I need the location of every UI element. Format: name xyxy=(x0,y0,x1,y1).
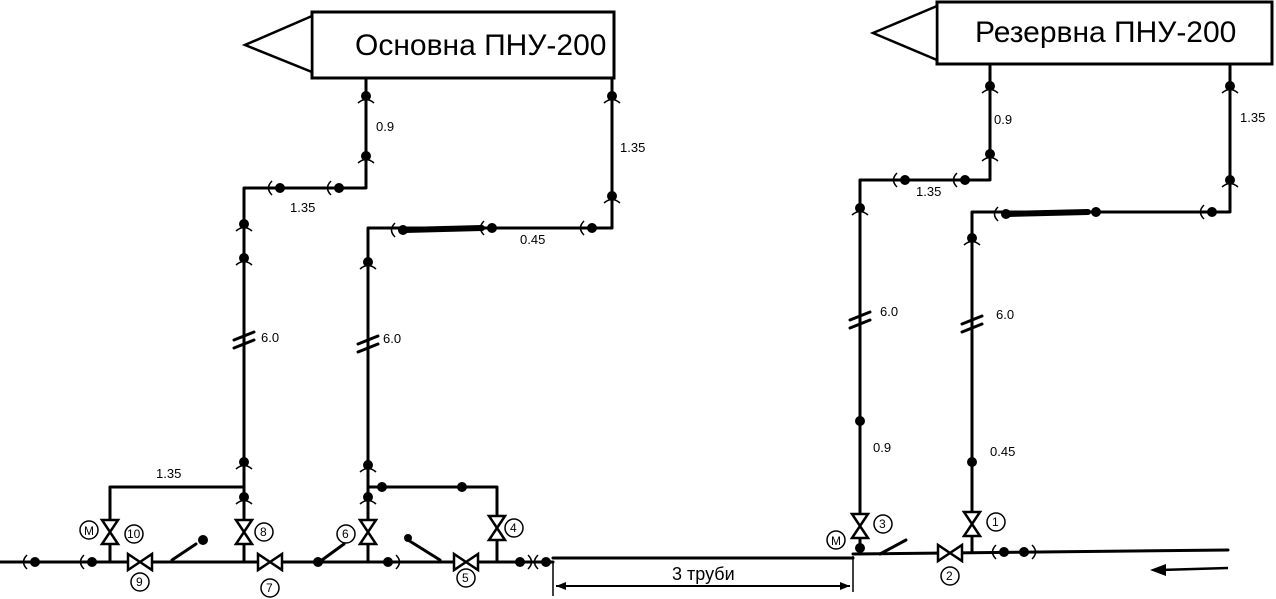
valve-3-label: 3 xyxy=(879,517,886,531)
valve-1-label: 1 xyxy=(992,515,999,529)
valve-10-symbol xyxy=(99,518,121,546)
reserve-unit-title: Резервна ПНУ-200 xyxy=(975,16,1236,49)
valve-2-label: 2 xyxy=(946,569,953,583)
main-heavy-section xyxy=(402,225,485,233)
valve-5-label: 5 xyxy=(462,571,469,585)
length-labels: 0.9 1.35 6.0 1.35 0.45 6.0 1.35 0.9 1.35… xyxy=(156,110,1265,481)
main-unit: Основна ПНУ-200 xyxy=(241,10,616,80)
valve-6-symbol xyxy=(357,518,379,546)
valve-4-label: 4 xyxy=(510,521,517,535)
valve-10-label: 10 xyxy=(127,527,141,541)
flange-joints xyxy=(22,81,1239,570)
main-unit-pointer xyxy=(241,14,314,74)
flow-arrow xyxy=(1150,564,1229,576)
label-res-left-mid: 1.35 xyxy=(916,184,941,199)
break-marks xyxy=(232,310,984,354)
reserve-unit-box xyxy=(935,0,1274,66)
valve-5-symbol xyxy=(452,551,480,573)
label-main-right-long: 6.0 xyxy=(383,331,401,346)
valve-7-label: 7 xyxy=(266,581,273,595)
valve-7-symbol xyxy=(256,551,284,573)
valve-9-label: 9 xyxy=(136,575,143,589)
valve-numbers: 10 9 8 7 6 5 4 3 2 1 xyxy=(124,512,1006,598)
valve-8-symbol xyxy=(233,518,255,546)
label-res-right-top: 1.35 xyxy=(1240,110,1265,125)
label-main-right-mid: 0.45 xyxy=(520,232,545,247)
valve-9-symbol xyxy=(126,551,154,573)
valve-1-symbol xyxy=(961,510,983,538)
valve-4-symbol xyxy=(486,514,508,542)
valve-2-symbol xyxy=(936,542,964,564)
valves xyxy=(99,510,983,573)
valve-6-label: 6 xyxy=(342,527,349,541)
reserve-unit-pointer xyxy=(869,4,939,62)
label-res-left-top: 0.9 xyxy=(994,112,1012,127)
motor-label-main: M xyxy=(84,524,94,538)
label-res-right-bottom: 0.45 xyxy=(990,444,1015,459)
motor-label-reserve: M xyxy=(831,534,841,548)
motor-markers: M M xyxy=(79,520,846,550)
valve-8-label: 8 xyxy=(260,525,267,539)
span-label: 3 труби xyxy=(672,564,735,584)
label-main-left-long: 6.0 xyxy=(261,330,279,345)
label-main-right-top: 1.35 xyxy=(620,140,645,155)
pipes xyxy=(0,62,1232,564)
label-res-right-long: 6.0 xyxy=(996,307,1014,322)
label-main-left-mid: 1.35 xyxy=(290,200,315,215)
valve-3-symbol xyxy=(849,512,871,540)
reserve-unit: Резервна ПНУ-200 xyxy=(869,0,1274,66)
label-res-left-bottom: 0.9 xyxy=(873,440,891,455)
label-main-left-top: 0.9 xyxy=(376,119,394,134)
span-dimension: 3 труби xyxy=(552,556,854,596)
label-bypass: 1.35 xyxy=(156,466,181,481)
main-unit-title: Основна ПНУ-200 xyxy=(355,29,606,62)
check-valves xyxy=(170,534,908,562)
reserve-heavy-section xyxy=(1005,209,1091,217)
label-res-left-long: 6.0 xyxy=(880,304,898,319)
